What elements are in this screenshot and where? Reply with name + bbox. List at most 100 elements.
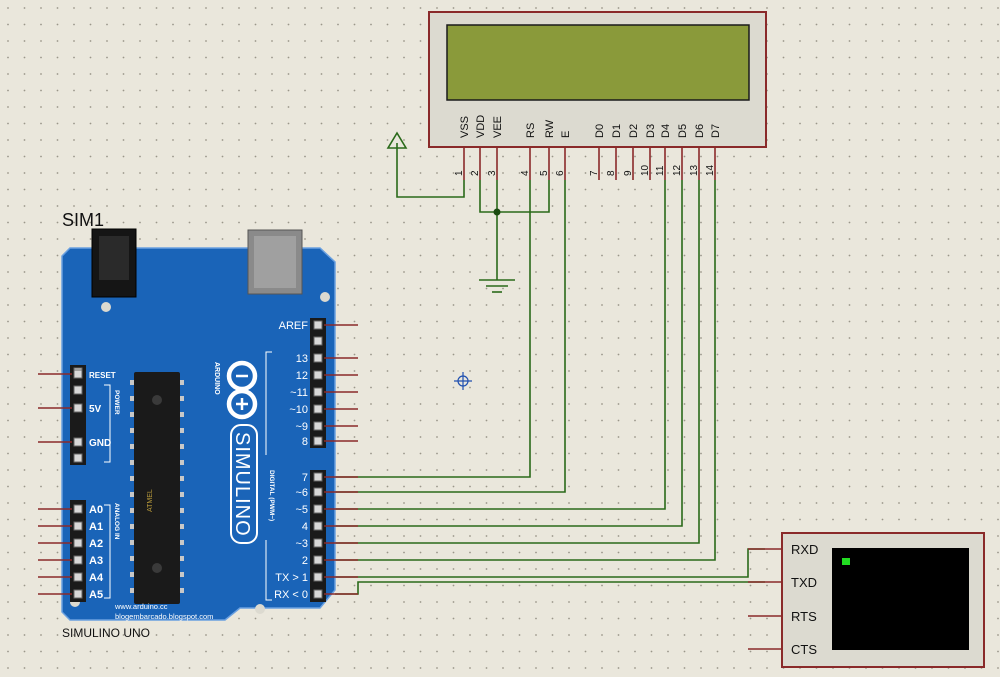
chip-leg: [130, 412, 134, 417]
chip-leg: [180, 524, 184, 529]
wire-d7: [335, 180, 716, 561]
wire-vss: [396, 143, 465, 198]
chip-leg: [180, 540, 184, 545]
header-pin[interactable]: [313, 572, 323, 582]
header-pin[interactable]: [73, 555, 83, 565]
lcd-pin-label: D1: [611, 124, 623, 138]
pin-label: RX < 0: [274, 589, 308, 601]
terminal-pin-label: CTS: [791, 642, 817, 657]
lcd-pin-number: 4: [520, 170, 531, 176]
header-pin[interactable]: [313, 487, 323, 497]
wire-e: [335, 180, 566, 493]
lcd-pin-label: RW: [544, 119, 556, 138]
simulino-logo-frame: [230, 424, 258, 544]
terminal-screen: [832, 548, 969, 650]
header-pin[interactable]: [313, 370, 323, 380]
lcd-pin-number: 13: [689, 164, 700, 176]
mount-hole: [320, 292, 330, 302]
chip-leg: [130, 460, 134, 465]
arduino-board[interactable]: ATMEL ARDUINO SIMULINO POWER ANALOG IN D…: [38, 228, 358, 621]
wire-vdd: [479, 180, 550, 213]
header-pin[interactable]: [313, 538, 323, 548]
header-pin[interactable]: [73, 403, 83, 413]
chip-leg: [130, 524, 134, 529]
wire-rs: [335, 180, 531, 478]
pin-label: TX > 1: [275, 572, 308, 584]
chip-leg: [130, 556, 134, 561]
lcd-pin-label: D2: [628, 124, 640, 138]
header-pin[interactable]: [313, 320, 323, 330]
power-header: [70, 365, 86, 465]
lcd-pin-number: 6: [555, 170, 566, 176]
chip-leg: [130, 492, 134, 497]
header-pin[interactable]: [313, 589, 323, 599]
arduino-logo-symbols: [236, 374, 248, 410]
header-pin[interactable]: [73, 589, 83, 599]
pin-label: GND: [89, 438, 111, 449]
chip-leg: [180, 572, 184, 577]
chip-leg: [180, 396, 184, 401]
atmega-chip: [134, 372, 180, 604]
chip-leg: [130, 476, 134, 481]
lcd-pin-label: D7: [710, 124, 722, 138]
header-pin[interactable]: [73, 504, 83, 514]
header-pin: [73, 385, 83, 395]
ground-icon[interactable]: [479, 279, 515, 293]
chip-leg: [180, 492, 184, 497]
chip-leg: [130, 508, 134, 513]
header-pin[interactable]: [313, 353, 323, 363]
lcd-pin-label: VSS: [459, 116, 471, 138]
pin-label: 8: [302, 436, 308, 448]
chip-leg: [180, 428, 184, 433]
simulino-logo-text: SIMULINO: [231, 432, 253, 537]
header-pin[interactable]: [73, 437, 83, 447]
chip-leg: [130, 588, 134, 593]
wire-d4: [335, 180, 666, 510]
arduino-logo-icon: [226, 360, 258, 420]
header-pin[interactable]: [313, 504, 323, 514]
component-ref-label: SIM1: [62, 210, 104, 230]
header-pin[interactable]: [313, 555, 323, 565]
lcd-pin-number: 10: [640, 164, 651, 176]
header-pin[interactable]: [313, 521, 323, 531]
header-pin[interactable]: [73, 572, 83, 582]
header-pin[interactable]: [313, 472, 323, 482]
lcd-pin-label: D5: [677, 124, 689, 138]
lcd-pin-label: D6: [694, 124, 706, 138]
pin-label: ~6: [295, 487, 308, 499]
header-pin[interactable]: [313, 421, 323, 431]
usb-connector-inner: [254, 236, 296, 288]
header-pin[interactable]: [313, 404, 323, 414]
analog-header: [70, 500, 86, 602]
pin-label: ~3: [295, 538, 308, 550]
header-pin[interactable]: [73, 521, 83, 531]
terminal-cursor-icon: [842, 558, 850, 565]
board-name-label: SIMULINO UNO: [62, 626, 150, 640]
header-pin[interactable]: [313, 387, 323, 397]
lcd-pin-number: 1: [454, 170, 465, 176]
header-pin[interactable]: [73, 538, 83, 548]
lcd-pin-number: 9: [623, 170, 634, 176]
pin-label: 12: [296, 370, 308, 382]
lcd-pin-label: RS: [525, 123, 537, 138]
dc-jack-inner: [99, 236, 129, 280]
header-pin[interactable]: [73, 369, 83, 379]
chip-leg: [180, 460, 184, 465]
chip-leg: [130, 444, 134, 449]
header-pin[interactable]: [313, 436, 323, 446]
pin-label: 7: [302, 472, 308, 484]
pin-label: ~10: [289, 404, 308, 416]
power-terminal-icon[interactable]: [386, 131, 408, 149]
lcd-pin-number: 2: [470, 170, 481, 176]
chip-notch: [152, 395, 162, 405]
chip-leg: [180, 588, 184, 593]
chip-leg: [130, 540, 134, 545]
header-pin: [73, 453, 83, 463]
chip-leg: [180, 412, 184, 417]
chip-leg: [130, 572, 134, 577]
wires: [335, 143, 765, 595]
chip-leg: [130, 428, 134, 433]
